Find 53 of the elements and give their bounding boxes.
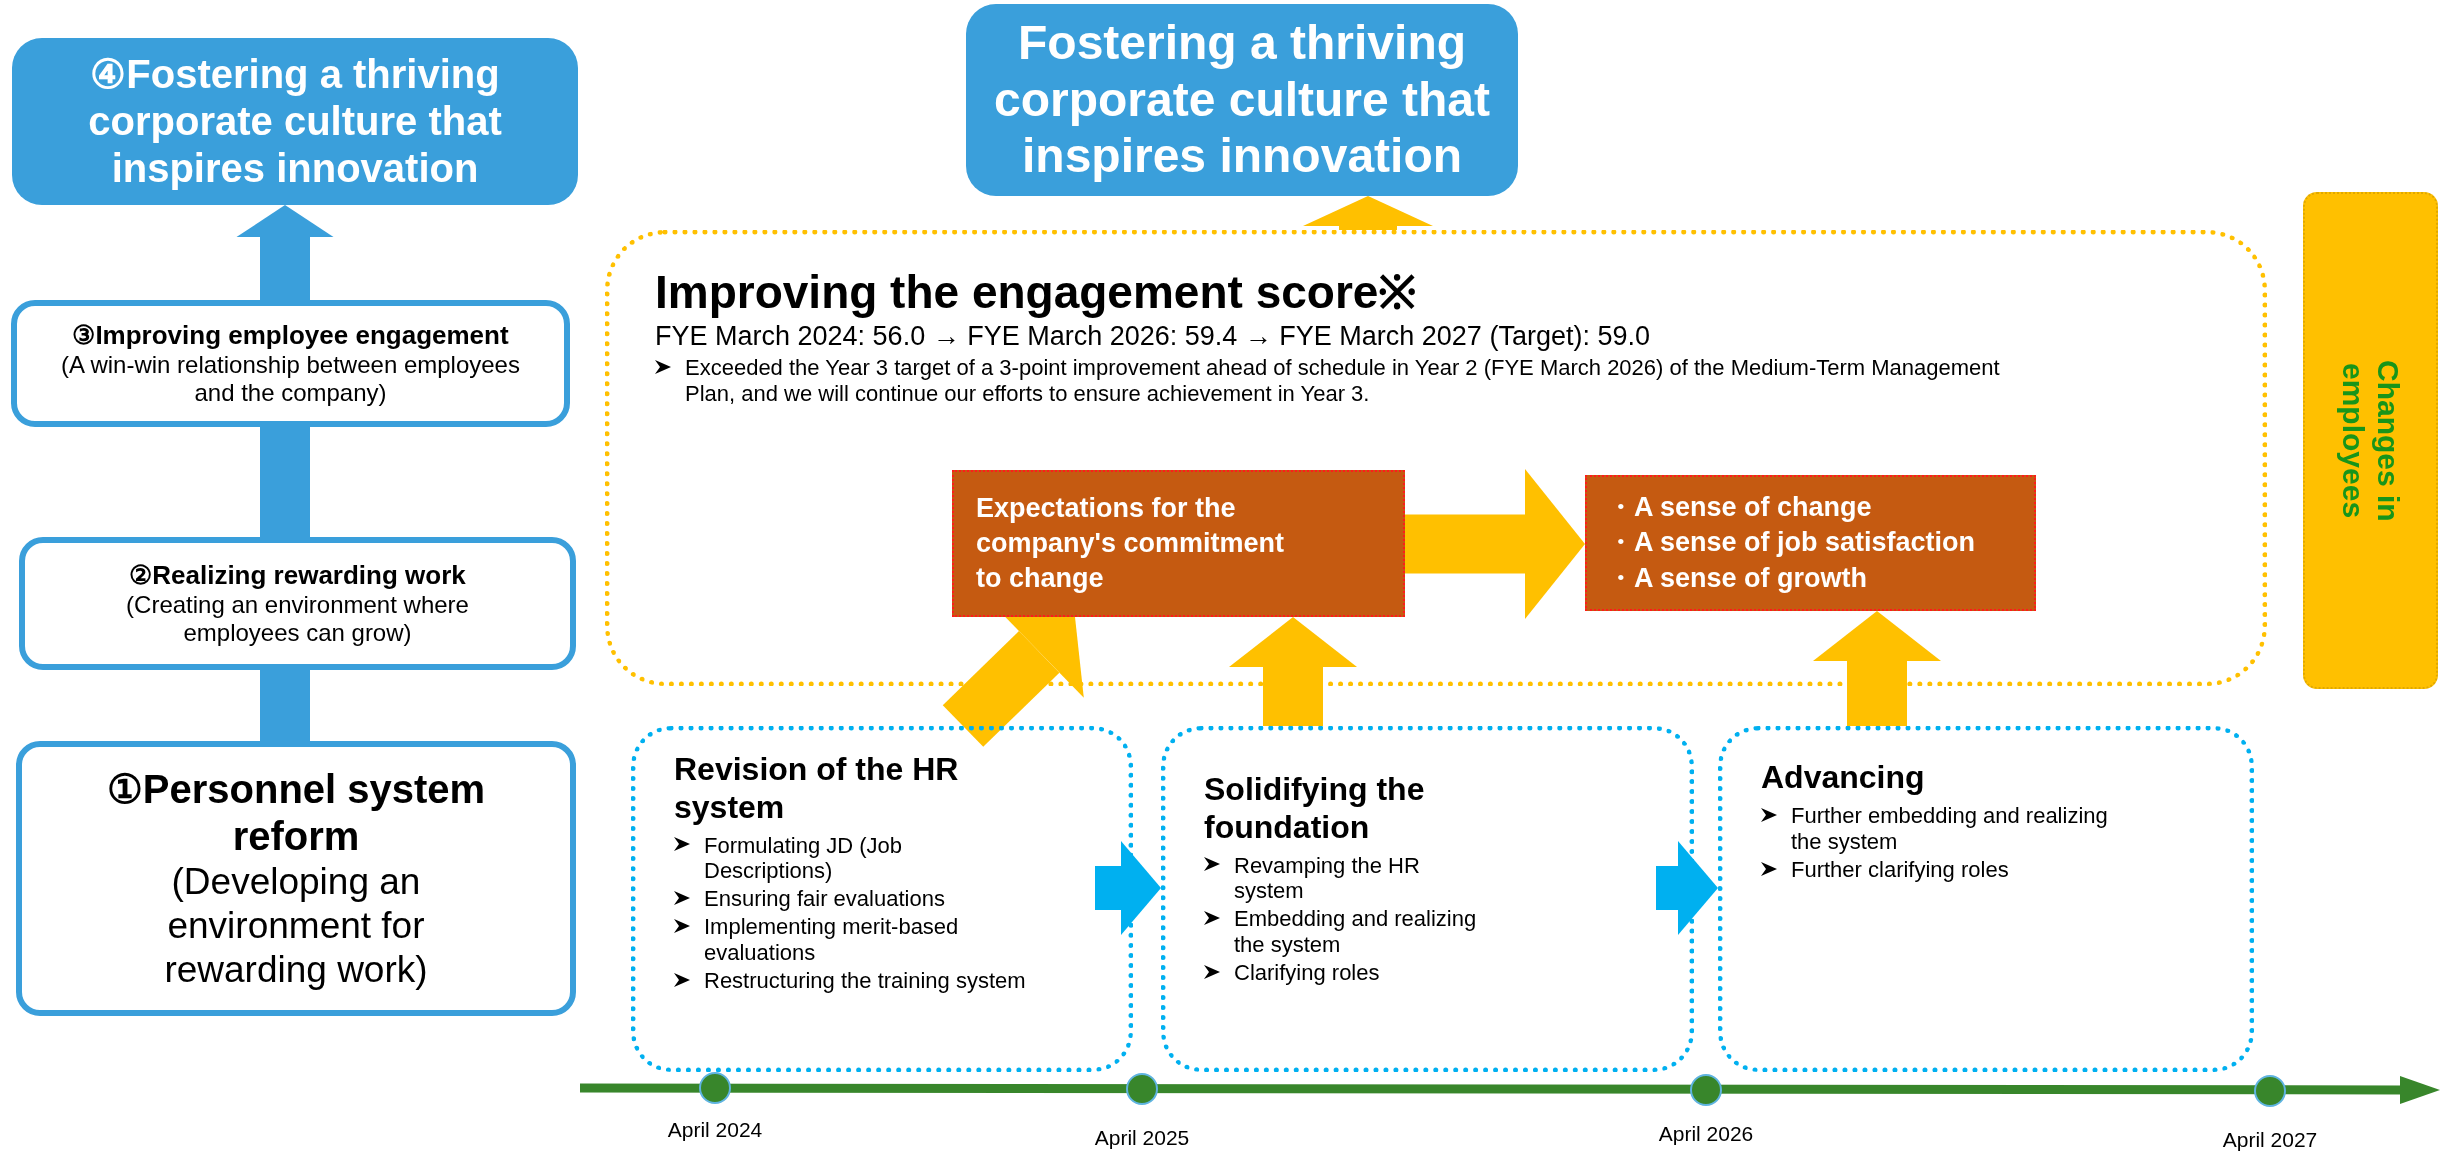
block-arrow (236, 205, 334, 300)
bullet-text: Exceeded the Year 3 target of a 3-point improvement ahead of schedule in Year 2 (FYE March 2026) of the Medium-Term Management Plan, and we will continue our efforts to ensure achievement in Year 3. (685, 355, 2001, 408)
box-text: ・A sense of job satisfaction (1607, 526, 1977, 560)
dotted-panel (605, 230, 2267, 686)
box-text: Improving the engagement score※ (655, 265, 1419, 320)
bullet-text: Formulating JD (Job Descriptions) (704, 832, 904, 885)
block-arrow (1095, 841, 1161, 935)
box-text: Expectations for the company's commitment to change (976, 491, 1285, 596)
date-label: April 2024 (667, 1118, 763, 1141)
box-text: ・A sense of growth (1607, 561, 1869, 595)
bullet-text: Revamping the HR system (1234, 852, 1421, 905)
bullet-text: Ensuring fair evaluations (704, 886, 945, 913)
bullet-text: Restructuring the training system (704, 968, 1026, 995)
block-arrow (1656, 841, 1718, 935)
goal-box (966, 4, 1518, 196)
highlight-box (1585, 475, 2036, 611)
box-text: ④Fostering a thriving corporate culture that inspires innovation (87, 50, 503, 193)
block-arrow (1303, 196, 1433, 230)
date-label: April 2025 (1094, 1126, 1190, 1149)
bullet-text: Embedding and realizing the system (1234, 906, 1478, 959)
dotted-panel (1161, 726, 1694, 1072)
box-text: Fostering a thriving corporate culture that inspires innovation (992, 15, 1492, 185)
bullet-text: Implementing merit-based evaluations (704, 914, 960, 967)
highlight-box (952, 470, 1405, 617)
band-text: Changes in employees (2335, 358, 2406, 524)
panel-heading: Advancing (1761, 759, 1926, 797)
box-text: FYE March 2024: 56.0 → FYE March 2026: 59.4 → FYE March 2027 (Target): 59.0 (655, 321, 1651, 354)
box-text: (Creating an environment where employees can grow) (125, 590, 470, 648)
step-box (19, 537, 576, 670)
box-text: ③Improving employee engagement (71, 319, 510, 351)
block-arrow (1405, 469, 1585, 619)
panel-heading: Solidifying the foundation (1204, 771, 1426, 847)
box-text: ・A sense of change (1607, 491, 1873, 525)
dotted-panel (1718, 726, 2254, 1072)
box-text: ①Personnel system reform (105, 765, 487, 860)
step-box (11, 300, 570, 427)
goal-box (12, 38, 578, 205)
panel-heading: Revision of the HR system (674, 751, 960, 827)
bullet-text: Further embedding and realizing the system (1791, 802, 2109, 855)
box-text: (A win-win relationship between employees and the company) (60, 350, 521, 408)
box-text: (Developing an environment for rewarding work) (163, 860, 429, 992)
box-text: ②Realizing rewarding work (128, 559, 467, 591)
date-label: April 2027 (2222, 1128, 2318, 1151)
connector-bar (260, 670, 310, 741)
bullet-text: Clarifying roles (1234, 960, 1380, 987)
date-label: April 2026 (1658, 1122, 1754, 1145)
dotted-panel (631, 726, 1133, 1072)
block-arrow (1229, 617, 1357, 726)
bullet-text: Further clarifying roles (1791, 856, 2009, 883)
connector-bar (260, 427, 310, 537)
step-box (16, 741, 576, 1016)
side-band (2303, 192, 2438, 689)
block-arrow (1813, 611, 1941, 726)
